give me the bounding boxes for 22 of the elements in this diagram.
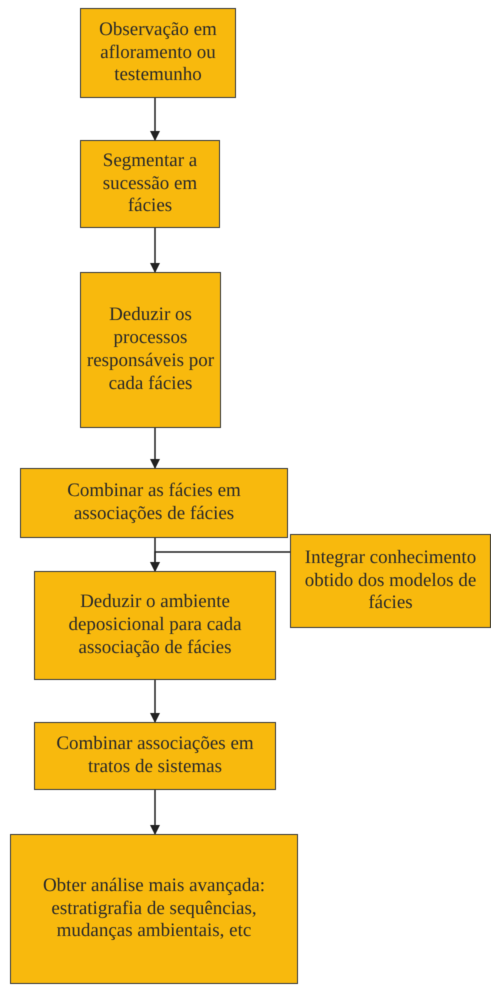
- step-text: Integrar conhecimento obtido dos modelos de fácies: [304, 546, 478, 616]
- step-text: Observação em afloramento ou testemunho: [98, 18, 218, 88]
- step-text: Combinar as fácies em associações de fácies: [66, 480, 242, 526]
- arrow: [150, 790, 160, 835]
- arrow: [150, 551, 290, 572]
- process-box: [290, 534, 491, 628]
- arrow: [150, 680, 160, 723]
- process-box: [34, 722, 276, 790]
- arrow: [150, 228, 160, 273]
- process-box: [20, 468, 288, 538]
- arrow: [150, 428, 160, 469]
- process-box: [80, 272, 221, 428]
- step-text: Deduzir o ambiente deposicional para cada associação de fácies: [67, 591, 243, 660]
- process-box: [10, 834, 298, 984]
- process-box: [80, 140, 220, 228]
- step-text: Deduzir os processos responsáveis por cada fácies: [86, 304, 216, 396]
- step-text: Combinar associações em tratos de sistemas: [55, 733, 255, 779]
- step-text: Segmentar a sucessão em fácies: [102, 150, 198, 218]
- process-box: [34, 571, 276, 680]
- arrow: [150, 98, 160, 141]
- process-box: [80, 8, 236, 98]
- step-text: Obter análise mais avançada: estratigrafia de sequências, mudanças ambientais, etc: [42, 874, 266, 944]
